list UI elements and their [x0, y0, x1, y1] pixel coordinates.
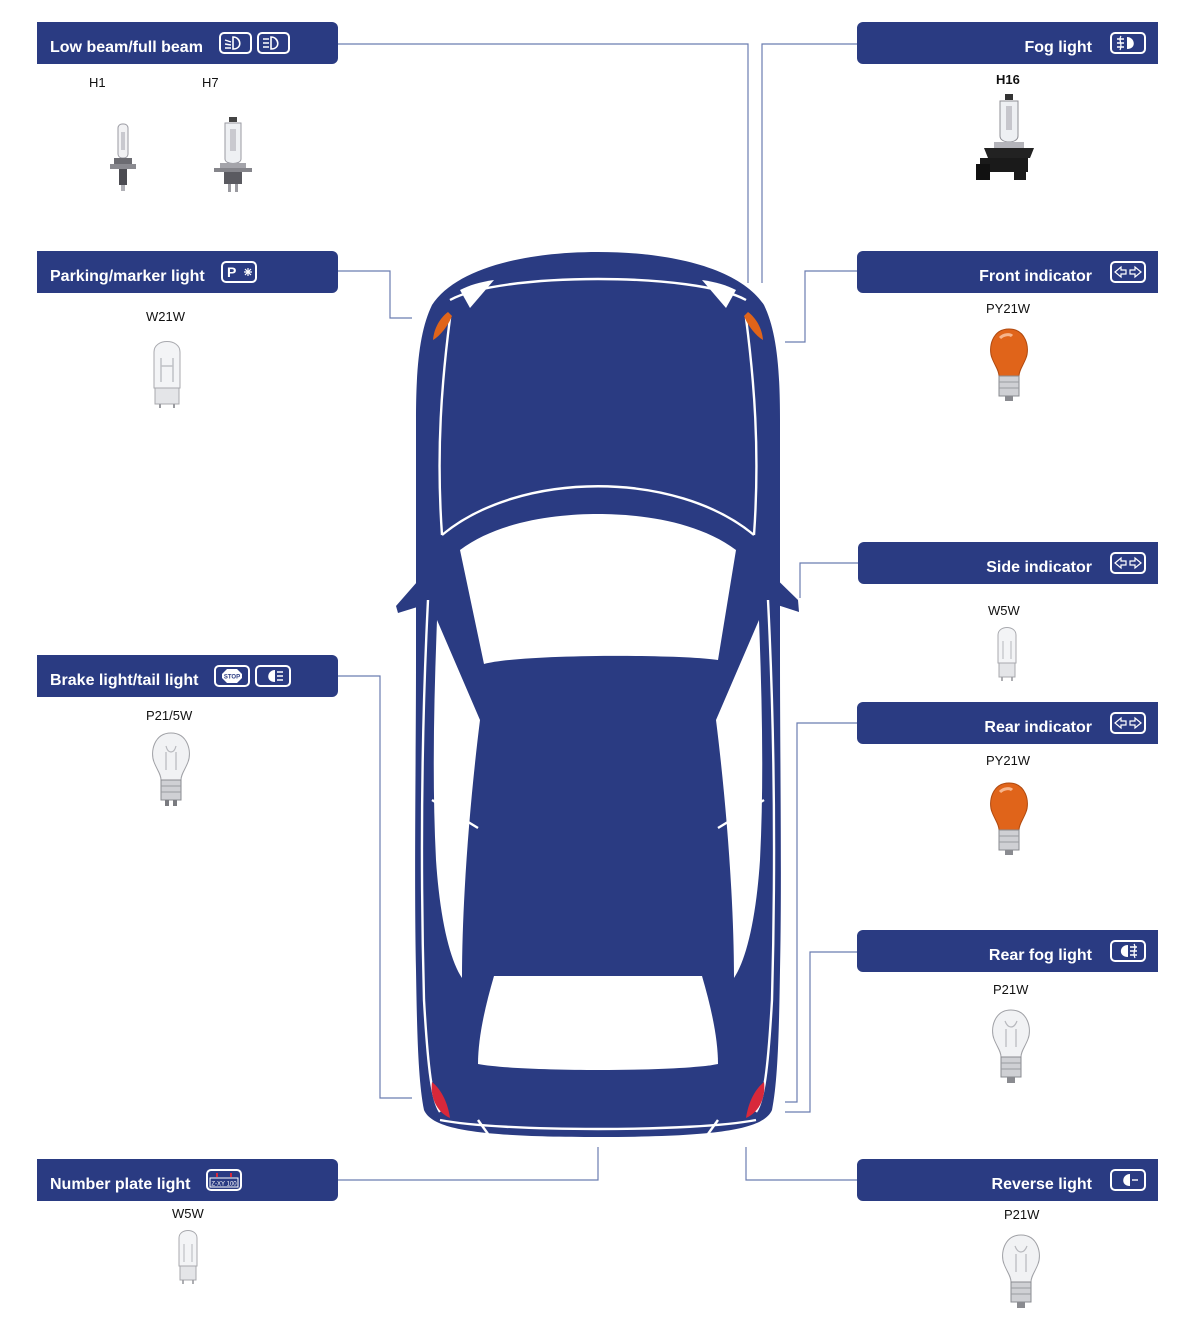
label-side-indicator: Side indicator: [858, 542, 1158, 584]
label-rear-fog-text: Rear fog light: [988, 946, 1092, 964]
stop-icon-text: STOP: [224, 675, 240, 681]
stop-icon: STOP: [214, 665, 251, 687]
bulb-code-h16: H16: [996, 72, 1020, 87]
low-beam-icon: [218, 32, 252, 54]
rear-right-lamp: [746, 1082, 765, 1118]
car-top-view: [396, 252, 799, 1137]
label-reverse: Reverse light: [857, 1159, 1158, 1201]
license-plate-icon: Z-XY 100: [206, 1169, 243, 1191]
label-front-indicator-text: Front indicator: [979, 267, 1092, 285]
label-rear-indicator-text: Rear indicator: [984, 718, 1092, 736]
label-side-indicator-text: Side indicator: [986, 558, 1092, 576]
leader-number-plate: [338, 1147, 599, 1181]
label-front-indicator: Front indicator: [857, 251, 1158, 293]
car-body: [396, 252, 799, 1137]
rear-fog-icon: [1110, 940, 1146, 962]
full-beam-icon: [256, 32, 290, 54]
bulb-py21w-front-image: [990, 328, 1028, 401]
bulb-code-py21w-front: PY21W: [986, 301, 1031, 316]
bulb-code-w5w-plate: W5W: [172, 1206, 204, 1221]
bulb-h1-image: [110, 123, 136, 191]
bulb-code-w21w: W21W: [146, 309, 185, 324]
front-right-indicator-lamp: [744, 312, 763, 340]
label-fog: Fog light: [857, 22, 1158, 64]
leader-reverse: [745, 1147, 858, 1181]
bulb-w21w-image: [153, 341, 181, 408]
bulb-code-h7: H7: [202, 75, 219, 90]
bulb-code-w5w-side: W5W: [988, 603, 1020, 618]
label-number-plate: Number plate light Z-XY 100: [37, 1159, 338, 1201]
label-brake: Brake light/tail light STOP: [37, 655, 338, 697]
label-low-beam: Low beam/full beam: [37, 22, 338, 64]
bulb-w5w-plate-image: [178, 1230, 198, 1284]
bulb-code-py21w-rear: PY21W: [986, 753, 1031, 768]
parking-icon-letter: P: [227, 264, 236, 280]
bulb-code-p21-5w: P21/5W: [146, 708, 193, 723]
rear-window: [478, 976, 718, 1070]
bulb-py21w-rear-image: [990, 782, 1028, 855]
parking-light-icon: P: [220, 261, 257, 283]
fog-light-icon: [1110, 32, 1146, 54]
label-reverse-text: Reverse light: [991, 1175, 1092, 1193]
bulb-code-p21w-reverse: P21W: [1004, 1207, 1040, 1222]
bulb-w5w-side-image: [997, 627, 1017, 681]
indicator-icon: [1110, 261, 1146, 283]
label-number-plate-text: Number plate light: [50, 1175, 191, 1193]
bulb-code-h1: H1: [89, 75, 106, 90]
label-rear-fog: Rear fog light: [857, 930, 1158, 972]
rear-left-lamp: [431, 1082, 450, 1118]
bulb-p21w-reverse-image: [1002, 1234, 1040, 1308]
bulb-code-p21w-rearfog: P21W: [993, 982, 1029, 997]
label-parking-text: Parking/marker light: [50, 267, 205, 285]
indicator-icon: [1110, 712, 1146, 734]
front-left-indicator-lamp: [433, 312, 452, 340]
plate-icon-text: Z-XY 100: [212, 1182, 238, 1188]
bulb-h7-image: [214, 117, 252, 192]
bulb-p21-5w-image: [152, 732, 190, 806]
label-rear-indicator: Rear indicator: [857, 702, 1158, 744]
label-parking: Parking/marker light P: [37, 251, 338, 293]
label-low-beam-text: Low beam/full beam: [50, 38, 203, 56]
label-fog-text: Fog light: [1024, 38, 1092, 56]
label-brake-text: Brake light/tail light: [50, 671, 199, 689]
bulb-p21w-rearfog-image: [992, 1009, 1030, 1083]
windscreen: [460, 514, 736, 664]
indicator-icon: [1110, 552, 1146, 574]
reverse-light-icon: [1110, 1169, 1146, 1191]
bulb-h16-image: [976, 94, 1034, 180]
tail-light-icon: [255, 665, 292, 687]
